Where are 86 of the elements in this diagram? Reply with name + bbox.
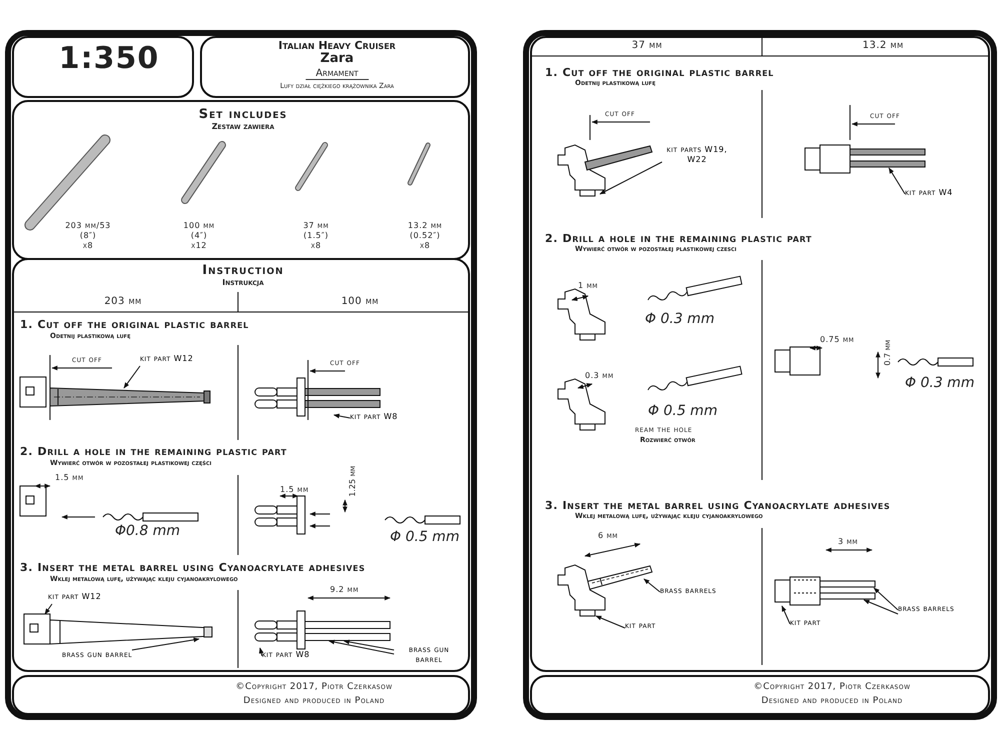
callout-label: brass barrels [660, 586, 740, 598]
diameter-label: Φ 0.3 mm [645, 312, 714, 328]
step-heading: 3. Insert the metal barrel using Cyanoacrylate adhesives [20, 562, 366, 574]
size-label: 203 mm/53 [64, 222, 112, 231]
leader-line [132, 638, 200, 650]
quantity-label: x8 [82, 242, 94, 251]
callout-label: kit part W4 [905, 188, 985, 200]
cut-off-label: cut off [870, 112, 900, 121]
leader-line [644, 578, 660, 592]
scale-text: 1:350 [58, 42, 160, 75]
step-heading: 1. Cut off the original plastic barrel [545, 67, 774, 80]
dimension-label: 6 mm [598, 532, 618, 541]
step-heading: 1. Cut off the original plastic barrel [20, 319, 249, 332]
footer-panel [530, 675, 990, 715]
step-heading: 3. Insert the metal barrel using Cyanoacrylate adhesives [545, 500, 890, 512]
dimension-label: 1 mm [578, 282, 598, 291]
translation-text: Zestaw zawiera [212, 123, 274, 132]
ship-name: Zara [320, 52, 354, 66]
leader-line [874, 588, 898, 610]
leader-line [328, 640, 394, 654]
section-heading: Instruction [202, 264, 284, 278]
title-panel [200, 36, 470, 98]
dimension-label: 3 mm [838, 538, 858, 547]
quantity-label: x12 [190, 242, 208, 251]
dimension-label: 9.2 mm [330, 586, 359, 595]
column-header: 13.2 mm [861, 40, 905, 51]
scale-panel [12, 36, 194, 98]
footer-text: Designed and produced in Poland [243, 697, 385, 707]
callout-label: kit part [790, 618, 850, 630]
leader-line [863, 600, 898, 614]
callout-label: brass gun barrel [62, 650, 172, 662]
callout-label: kit part [625, 621, 685, 633]
leader-line [595, 616, 626, 628]
quantity-label: x8 [418, 242, 432, 251]
size-label: (1.5″) [302, 232, 330, 241]
callout-label: kit part W12 [48, 592, 128, 604]
leader-line [888, 168, 906, 194]
title-text: Italian Heavy Cruiser [278, 40, 396, 52]
callout-label: brass gun barrel [394, 645, 464, 667]
copyright-text: ©Copyright 2017, Piotr Czerkasow [236, 683, 392, 693]
cut-off-label: cut off [72, 356, 102, 365]
cut-off-label: cut off [330, 359, 360, 368]
column-header: 37 mm [630, 40, 664, 51]
instruction-panel [12, 258, 470, 672]
footer-text: Designed and produced in Poland [761, 697, 903, 707]
copyright-text: ©Copyright 2017, Piotr Czerkasow [754, 683, 910, 693]
leader-line [258, 647, 264, 656]
dimension-label: 1.25 mm [349, 466, 358, 497]
translation-text: Instrukcja [222, 279, 264, 288]
cut-off-label: cut off [605, 110, 635, 119]
leader-line [343, 640, 394, 650]
dimension-label: 1.5 mm [280, 486, 309, 495]
leader-line [333, 414, 350, 418]
section-heading: Set includes [198, 108, 288, 122]
leader-line [782, 605, 790, 624]
footer-panel [12, 675, 470, 715]
diameter-label: Φ 0.5 mm [390, 530, 460, 546]
subtitle-text: Armament [306, 68, 368, 80]
contents-panel [12, 100, 470, 260]
size-label: 13.2 mm [406, 222, 444, 231]
callout-label: kit part W12 [140, 354, 220, 366]
size-label: (8″) [78, 232, 98, 241]
dimension-label: 0.3 mm [585, 372, 614, 381]
leader-line [124, 366, 140, 388]
callout-label: brass barrels [898, 604, 988, 616]
size-label: 37 mm [302, 222, 330, 231]
dimension-label: 0.7 mm [884, 340, 893, 366]
diameter-label: Φ 0.5 mm [648, 404, 718, 420]
size-label: (4″) [190, 232, 208, 241]
size-label: 100 mm [182, 222, 216, 231]
callout-label: kit part W8 [350, 412, 430, 424]
step-heading: 2. Drill a hole in the remaining plastic part [20, 446, 287, 458]
diameter-label: Φ 0.3 mm [905, 376, 974, 392]
callout-label: kit parts W19, W22 [662, 145, 732, 167]
diameter-label: Φ0.8 mm [115, 524, 180, 540]
dimension-label: 0.75 mm [820, 336, 854, 345]
column-header: 203 mm [103, 296, 143, 307]
leader-line [44, 604, 52, 614]
size-label: (0.52″) [408, 232, 442, 241]
step-heading: 2. Drill a hole in the remaining plastic part [545, 233, 812, 246]
instruction-note: ream the hole [635, 426, 692, 435]
column-header: 100 mm [340, 296, 380, 307]
leader-line [599, 162, 662, 194]
quantity-label: x8 [310, 242, 322, 251]
dimension-label: 1.5 mm [55, 474, 84, 483]
callout-label: kit part W8 [262, 650, 342, 662]
